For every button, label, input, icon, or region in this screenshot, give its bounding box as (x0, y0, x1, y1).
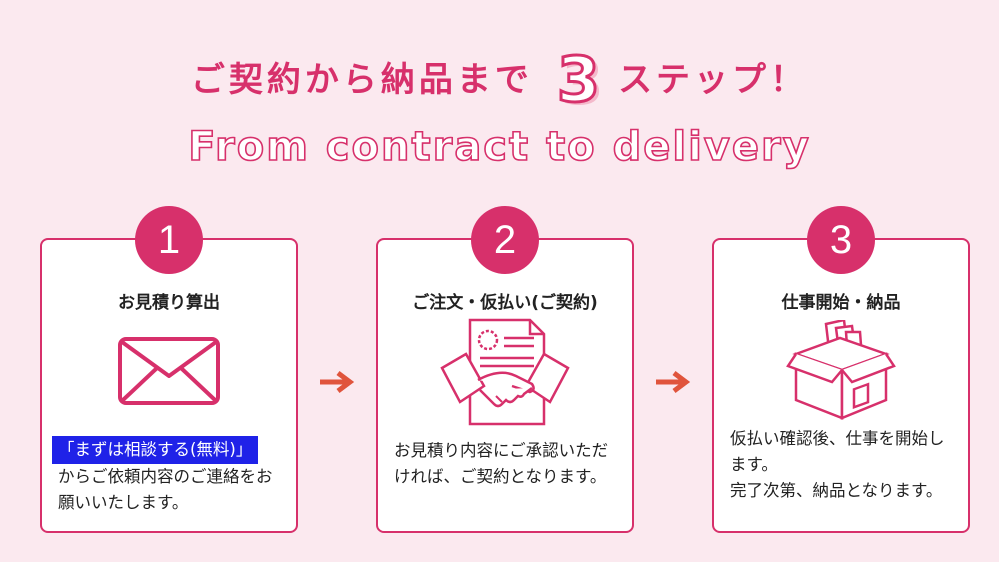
step-number-badge: 2 (471, 206, 539, 274)
handshake-contract-icon (440, 318, 570, 426)
title-number: 3 (555, 43, 601, 116)
title-suffix: ステップ！ (618, 60, 809, 100)
page-subtitle: From contract to delivery (187, 123, 811, 171)
step-description-text: からご依頼内容のご連絡をお願いいたします。 (58, 467, 273, 512)
page-title: ご契約から納品まで 3 ステップ！ (0, 43, 999, 116)
step-card-2: 2 ご注文・仮払い(ご契約) お見積り内容にご承認いただければ、ご契約となります… (376, 206, 634, 533)
title-text: ご契約から納品まで (190, 60, 533, 100)
step-card-3: 3 仕事開始・納品 仮払い確認後、仕事を開始します。 完了次第、納品となります。 (712, 206, 970, 533)
step-card-1: 1 お見積り算出 「まずは相談する(無料)」 からご依頼内容のご連絡をお願いいた… (40, 206, 298, 533)
step-title: ご注文・仮払い(ご契約) (412, 293, 598, 313)
step-description: 仮払い確認後、仕事を開始します。 完了次第、納品となります。 (730, 426, 954, 504)
envelope-icon (118, 337, 220, 405)
arrow-right-icon (656, 371, 691, 393)
arrow-right-icon (320, 371, 355, 393)
step-description-line-2: 完了次第、納品となります。 (730, 481, 943, 500)
step-description-line-1: 仮払い確認後、仕事を開始します。 (730, 429, 945, 474)
step-title: 仕事開始・納品 (781, 293, 901, 313)
step-number-badge: 1 (135, 206, 203, 274)
step-number-badge: 3 (807, 206, 875, 274)
box-icon (786, 320, 896, 420)
step-description: お見積り内容にご承認いただければ、ご契約となります。 (394, 441, 609, 486)
step-title: お見積り算出 (118, 293, 220, 313)
free-consultation-link[interactable]: 「まずは相談する(無料)」 (52, 436, 259, 464)
step-description: 「まずは相談する(無料)」 からご依頼内容のご連絡をお願いいたします。 (52, 436, 282, 516)
